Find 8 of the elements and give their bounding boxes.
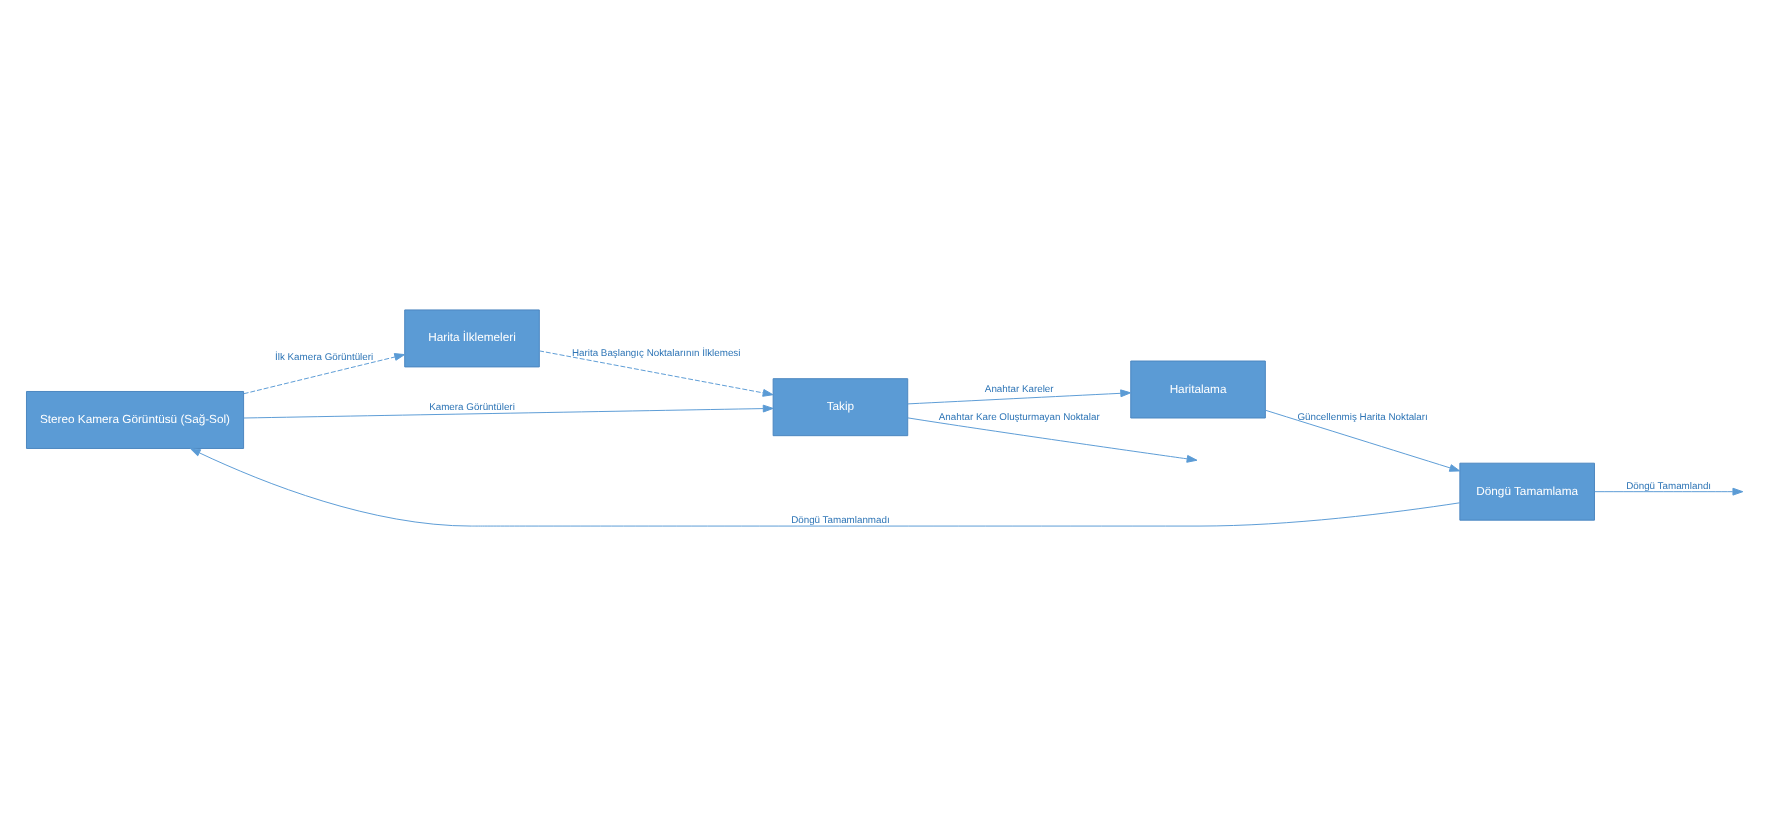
arrow xyxy=(1265,408,1461,471)
arrow xyxy=(907,416,1198,462)
arrow xyxy=(1594,486,1744,495)
arrow xyxy=(538,349,774,396)
arrow xyxy=(907,388,1132,404)
arrow xyxy=(189,447,1461,526)
arrow xyxy=(243,352,406,394)
arrow xyxy=(243,403,774,418)
